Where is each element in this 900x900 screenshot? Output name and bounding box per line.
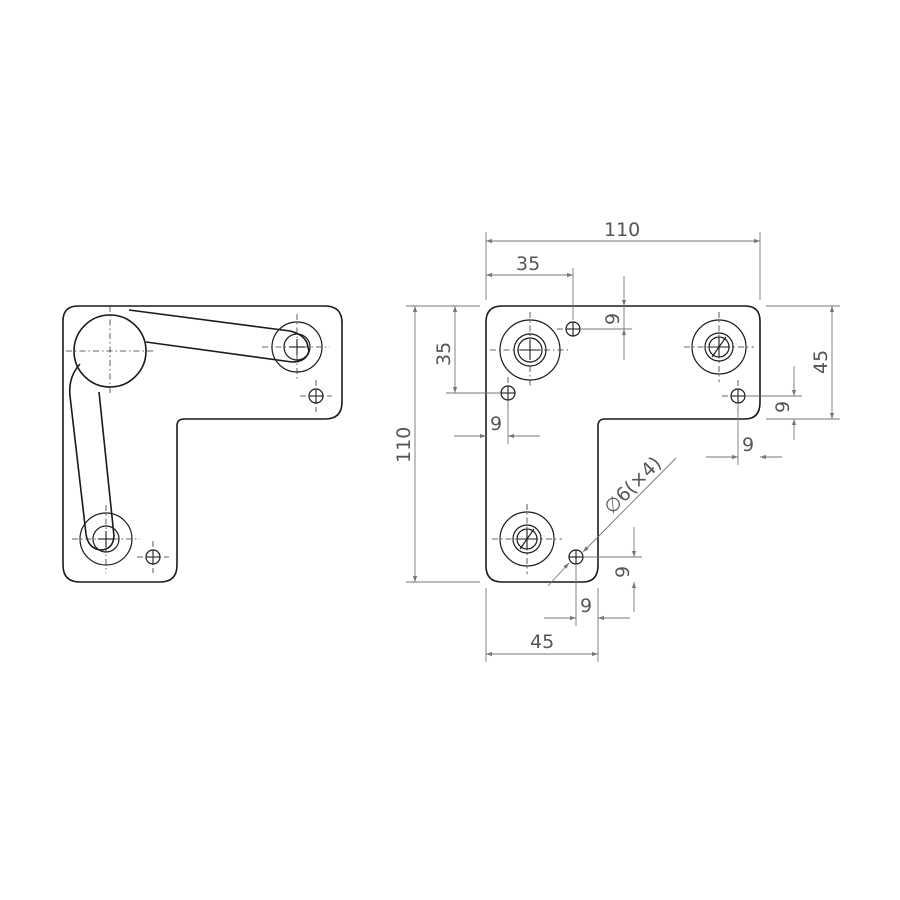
dim-text-hole-bottom-horizontal: 9 — [580, 595, 592, 617]
left-hole-bottom — [137, 541, 169, 573]
dim-offset-top: 35 — [486, 253, 574, 320]
right-pivot-top-right — [684, 312, 754, 382]
dim-text-right-arm-height: 45 — [810, 350, 832, 374]
left-pivot-right — [262, 314, 330, 380]
dim-text-hole-right-vertical: 9 — [772, 401, 794, 413]
dim-overall-height: 110 — [393, 305, 480, 583]
dim-hole-bottom-horizontal: 9 — [544, 564, 630, 626]
right-hole-bottom — [568, 549, 584, 565]
left-upper-link — [128, 309, 310, 363]
right-pivot-top-left — [490, 312, 570, 388]
dim-overall-width: 110 — [485, 219, 761, 300]
left-plate-outline — [62, 305, 343, 583]
dim-bottom-arm-width: 45 — [485, 588, 599, 662]
dim-text-bottom-arm-width: 45 — [530, 631, 554, 653]
right-pivot-bottom — [492, 504, 562, 574]
dim-right-arm-height: 45 — [766, 305, 840, 420]
dim-hole-left-horizontal: 9 — [454, 400, 540, 444]
dim-text-hole-left-horizontal: 9 — [490, 413, 502, 435]
left-view — [62, 305, 343, 583]
dim-text-hole-callout: ∅6(×4) — [600, 452, 666, 518]
dim-text-offset-left: 35 — [433, 342, 455, 366]
dim-text-hole-right-horizontal: 9 — [742, 434, 754, 456]
left-pivot-bottom — [72, 505, 140, 573]
dim-text-hole-bottom-vertical: 9 — [612, 566, 634, 578]
dim-hole-bottom-vertical: 9 — [583, 527, 642, 612]
dim-text-overall-height: 110 — [393, 427, 415, 463]
dim-text-overall-width: 110 — [604, 219, 640, 241]
dim-text-hole-top-vertical: 9 — [602, 313, 624, 325]
dim-hole-right-vertical: 9 — [745, 366, 802, 440]
dim-hole-top-vertical: 9 — [580, 276, 632, 360]
dim-hole-right-horizontal: 9 — [706, 403, 782, 465]
dim-offset-left: 35 — [433, 306, 500, 394]
left-lower-link — [68, 363, 115, 551]
right-view: 110 35 110 35 45 — [393, 219, 840, 662]
left-hole-right — [300, 380, 332, 412]
right-plate-outline — [485, 305, 761, 583]
dim-text-offset-top: 35 — [516, 253, 540, 275]
